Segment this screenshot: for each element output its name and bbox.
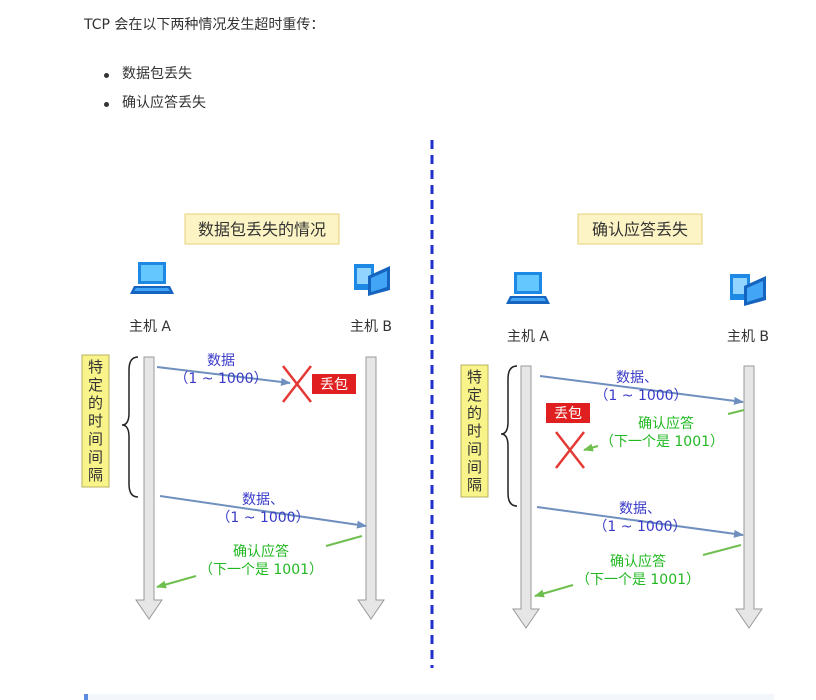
data-packet-label: 数据、 bbox=[616, 370, 658, 386]
ack-arrow bbox=[583, 443, 599, 452]
host-a-timeline bbox=[512, 365, 540, 629]
lost-badge bbox=[546, 403, 590, 423]
ack-label: 确认应答 bbox=[233, 543, 289, 560]
ack-arrow bbox=[534, 584, 574, 598]
retransmit-range: （1 ~ 1000） bbox=[216, 510, 309, 526]
retransmit-label: 数据、 bbox=[619, 501, 661, 517]
interval-char: 隔 bbox=[88, 466, 103, 484]
server-icon bbox=[354, 264, 390, 296]
data-packet-range: （1 ~ 1000） bbox=[594, 388, 687, 404]
data-packet-arrow bbox=[156, 366, 291, 386]
left-panel-title: 数据包丢失的情况 bbox=[198, 220, 326, 239]
lost-badge-text: 丢包 bbox=[320, 377, 348, 393]
right-panel-title: 确认应答丢失 bbox=[592, 220, 688, 239]
ack-next: （下一个是 1001） bbox=[576, 572, 700, 588]
interval-char: 间 bbox=[88, 448, 103, 466]
ack-arrow-segment bbox=[325, 535, 363, 547]
interval-char: 的 bbox=[88, 394, 103, 412]
ack-arrow-segment bbox=[727, 409, 745, 415]
lost-badge-text: 丢包 bbox=[554, 406, 582, 422]
bullet-item: 确认应答丢失 bbox=[104, 89, 206, 118]
interval-brace bbox=[500, 365, 518, 507]
interval-char: 时 bbox=[467, 422, 482, 440]
retransmit-arrow bbox=[159, 495, 367, 529]
right-panel: 确认应答丢失 主机 A 主机 B 特 定 的 时 间 间 隔 数据、 （1 ~ … bbox=[460, 213, 769, 629]
left-panel: 数据包丢失的情况 主机 A 主机 B 特 定 的 时 间 间 隔 数据 （1 ~… bbox=[81, 213, 392, 620]
interval-char: 定 bbox=[88, 376, 103, 394]
host-b-timeline bbox=[357, 356, 385, 620]
note-block-edge bbox=[84, 694, 774, 700]
interval-label-box bbox=[81, 354, 110, 488]
laptop-icon bbox=[506, 272, 550, 304]
server-icon bbox=[730, 274, 766, 306]
lost-x-icon bbox=[555, 431, 585, 469]
intro-text: TCP 会在以下两种情况发生超时重传： bbox=[84, 17, 325, 33]
bullet-item: 数据包丢失 bbox=[104, 60, 206, 89]
ack-arrow bbox=[156, 575, 197, 589]
interval-char: 时 bbox=[88, 412, 103, 430]
ack-next: （下一个是 1001） bbox=[600, 434, 724, 450]
interval-char: 定 bbox=[467, 386, 482, 404]
interval-char: 特 bbox=[467, 368, 482, 386]
retransmit-range: （1 ~ 1000） bbox=[593, 519, 686, 535]
lost-badge bbox=[312, 374, 356, 394]
retransmit-arrow bbox=[536, 506, 744, 538]
data-packet-range: （1 ~ 1000） bbox=[174, 371, 267, 387]
retransmit-label: 数据、 bbox=[242, 492, 284, 508]
host-b-label: 主机 B bbox=[727, 329, 769, 345]
interval-brace bbox=[121, 356, 139, 498]
laptop-icon bbox=[130, 262, 174, 294]
interval-char: 特 bbox=[88, 358, 103, 376]
ack-arrow-segment bbox=[702, 544, 742, 556]
interval-char: 的 bbox=[467, 404, 482, 422]
right-panel-title-box bbox=[577, 213, 703, 245]
host-b-label: 主机 B bbox=[350, 319, 392, 335]
lost-x-icon bbox=[282, 365, 312, 403]
host-a-label: 主机 A bbox=[129, 319, 171, 335]
left-panel-title-box bbox=[184, 213, 340, 245]
interval-char: 间 bbox=[88, 430, 103, 448]
data-packet-label: 数据 bbox=[207, 353, 235, 369]
interval-label-box bbox=[460, 364, 489, 498]
bullet-list: 数据包丢失 确认应答丢失 bbox=[104, 60, 206, 118]
ack-label: 确认应答 bbox=[638, 415, 694, 432]
interval-char: 隔 bbox=[467, 476, 482, 494]
interval-char: 间 bbox=[467, 458, 482, 476]
host-a-label: 主机 A bbox=[507, 329, 549, 345]
host-b-timeline bbox=[735, 365, 763, 629]
ack-next: （下一个是 1001） bbox=[199, 562, 323, 578]
host-a-timeline bbox=[135, 356, 163, 620]
data-packet-arrow bbox=[539, 375, 744, 405]
interval-char: 间 bbox=[467, 440, 482, 458]
ack-label: 确认应答 bbox=[610, 553, 666, 570]
